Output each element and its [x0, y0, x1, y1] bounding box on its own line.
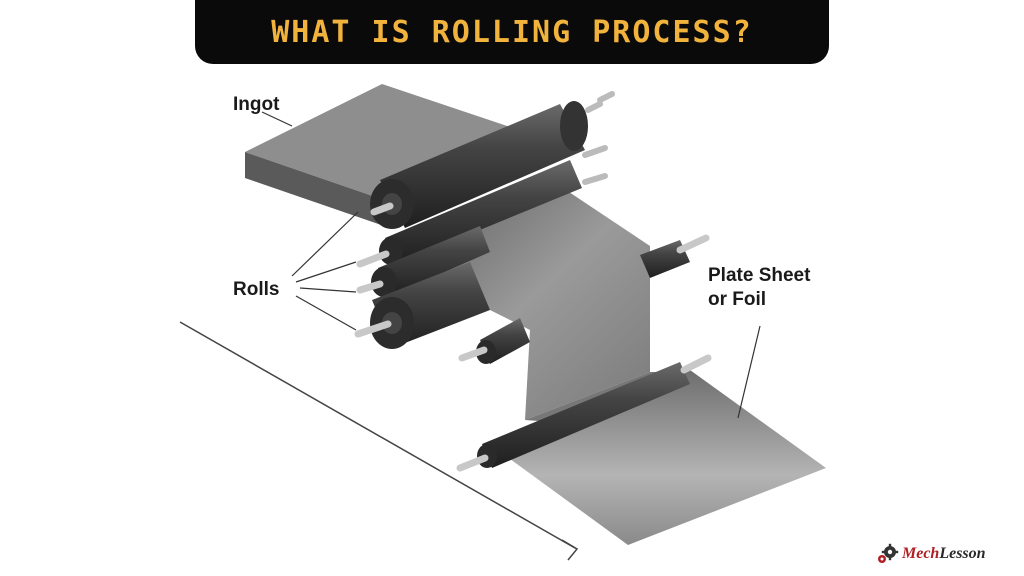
leader-lines: [261, 111, 761, 419]
rolls-label: Rolls: [233, 279, 280, 300]
plate-sheet-label-line1: Plate Sheet: [708, 265, 811, 286]
roll-third: [356, 226, 490, 297]
roll-lower: [456, 354, 712, 472]
plate-sheet: [495, 370, 826, 545]
small-roll-left: [458, 318, 530, 364]
roll-second: [356, 160, 582, 268]
plate-sheet-label-line2: or Foil: [708, 289, 767, 310]
title-banner: WHAT IS ROLLING PROCESS?: [195, 0, 829, 64]
direction-arrow: [179, 321, 579, 561]
page-title: WHAT IS ROLLING PROCESS?: [271, 14, 753, 50]
ingot-label: Ingot: [233, 94, 280, 115]
roll-bottom: [354, 262, 490, 349]
gears-icon: [878, 543, 899, 563]
logo-text-lesson: Lesson: [939, 545, 986, 562]
logo-text-mech: Mech: [902, 545, 940, 562]
roll-top: [370, 101, 603, 229]
roll-upper-back: [582, 91, 615, 185]
guide-roll-right: [640, 234, 710, 278]
